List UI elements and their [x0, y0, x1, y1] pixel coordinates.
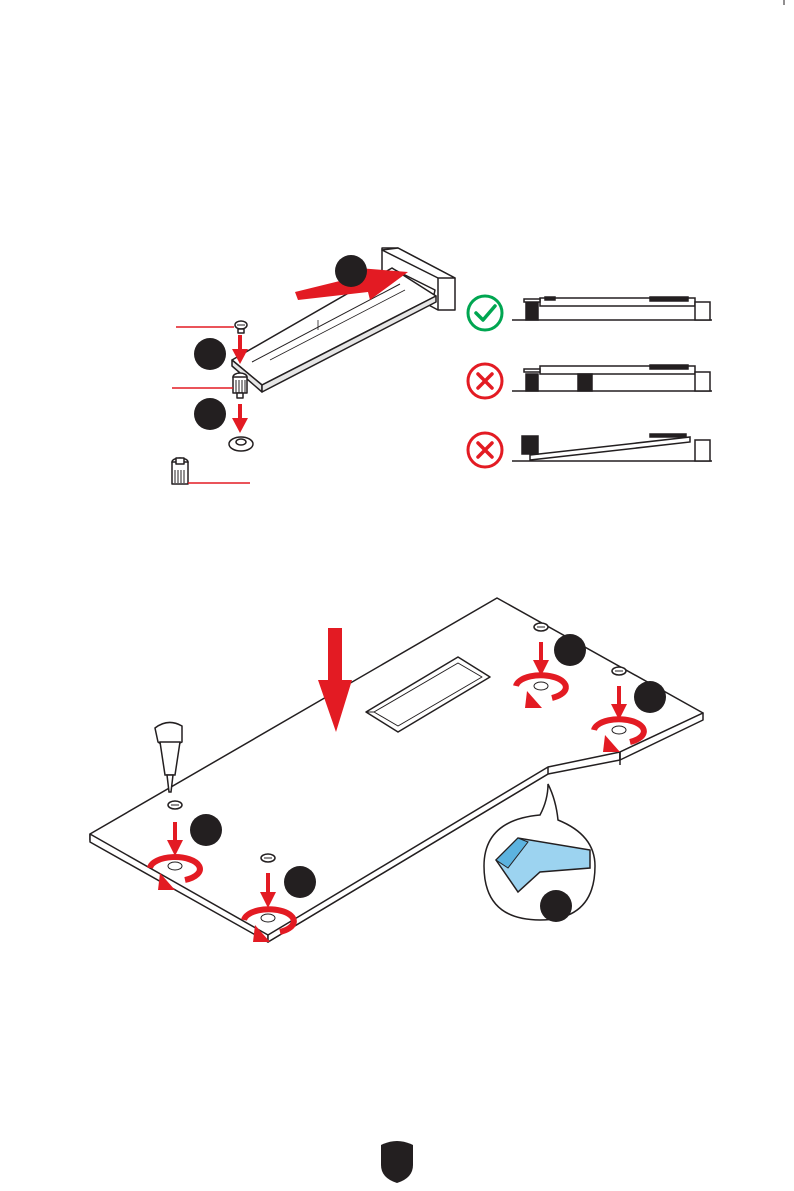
step-badge-1b	[194, 338, 226, 370]
step-badge-1c	[194, 398, 226, 430]
spare-standoff	[172, 458, 188, 484]
panel-incorrect-1	[468, 364, 712, 398]
step-badge-2d	[284, 866, 316, 898]
step-badge-2c	[190, 814, 222, 846]
check-panels	[468, 296, 712, 467]
standoff-hole	[229, 437, 253, 451]
panel-correct	[468, 296, 712, 330]
panel-incorrect-2	[468, 433, 712, 467]
shield-logo-icon	[381, 1141, 413, 1183]
step-badge-2e	[540, 890, 572, 922]
standoff	[233, 373, 247, 398]
step-badge-2a	[554, 634, 586, 666]
step-badge-2b	[634, 681, 666, 713]
mounting-screw	[235, 321, 247, 333]
step-badge-1a	[335, 255, 367, 287]
screwdriver	[155, 722, 182, 792]
check-circle-icon	[468, 296, 502, 330]
tape-detail-callout	[484, 784, 595, 920]
heatsink-install-figure	[90, 598, 703, 942]
